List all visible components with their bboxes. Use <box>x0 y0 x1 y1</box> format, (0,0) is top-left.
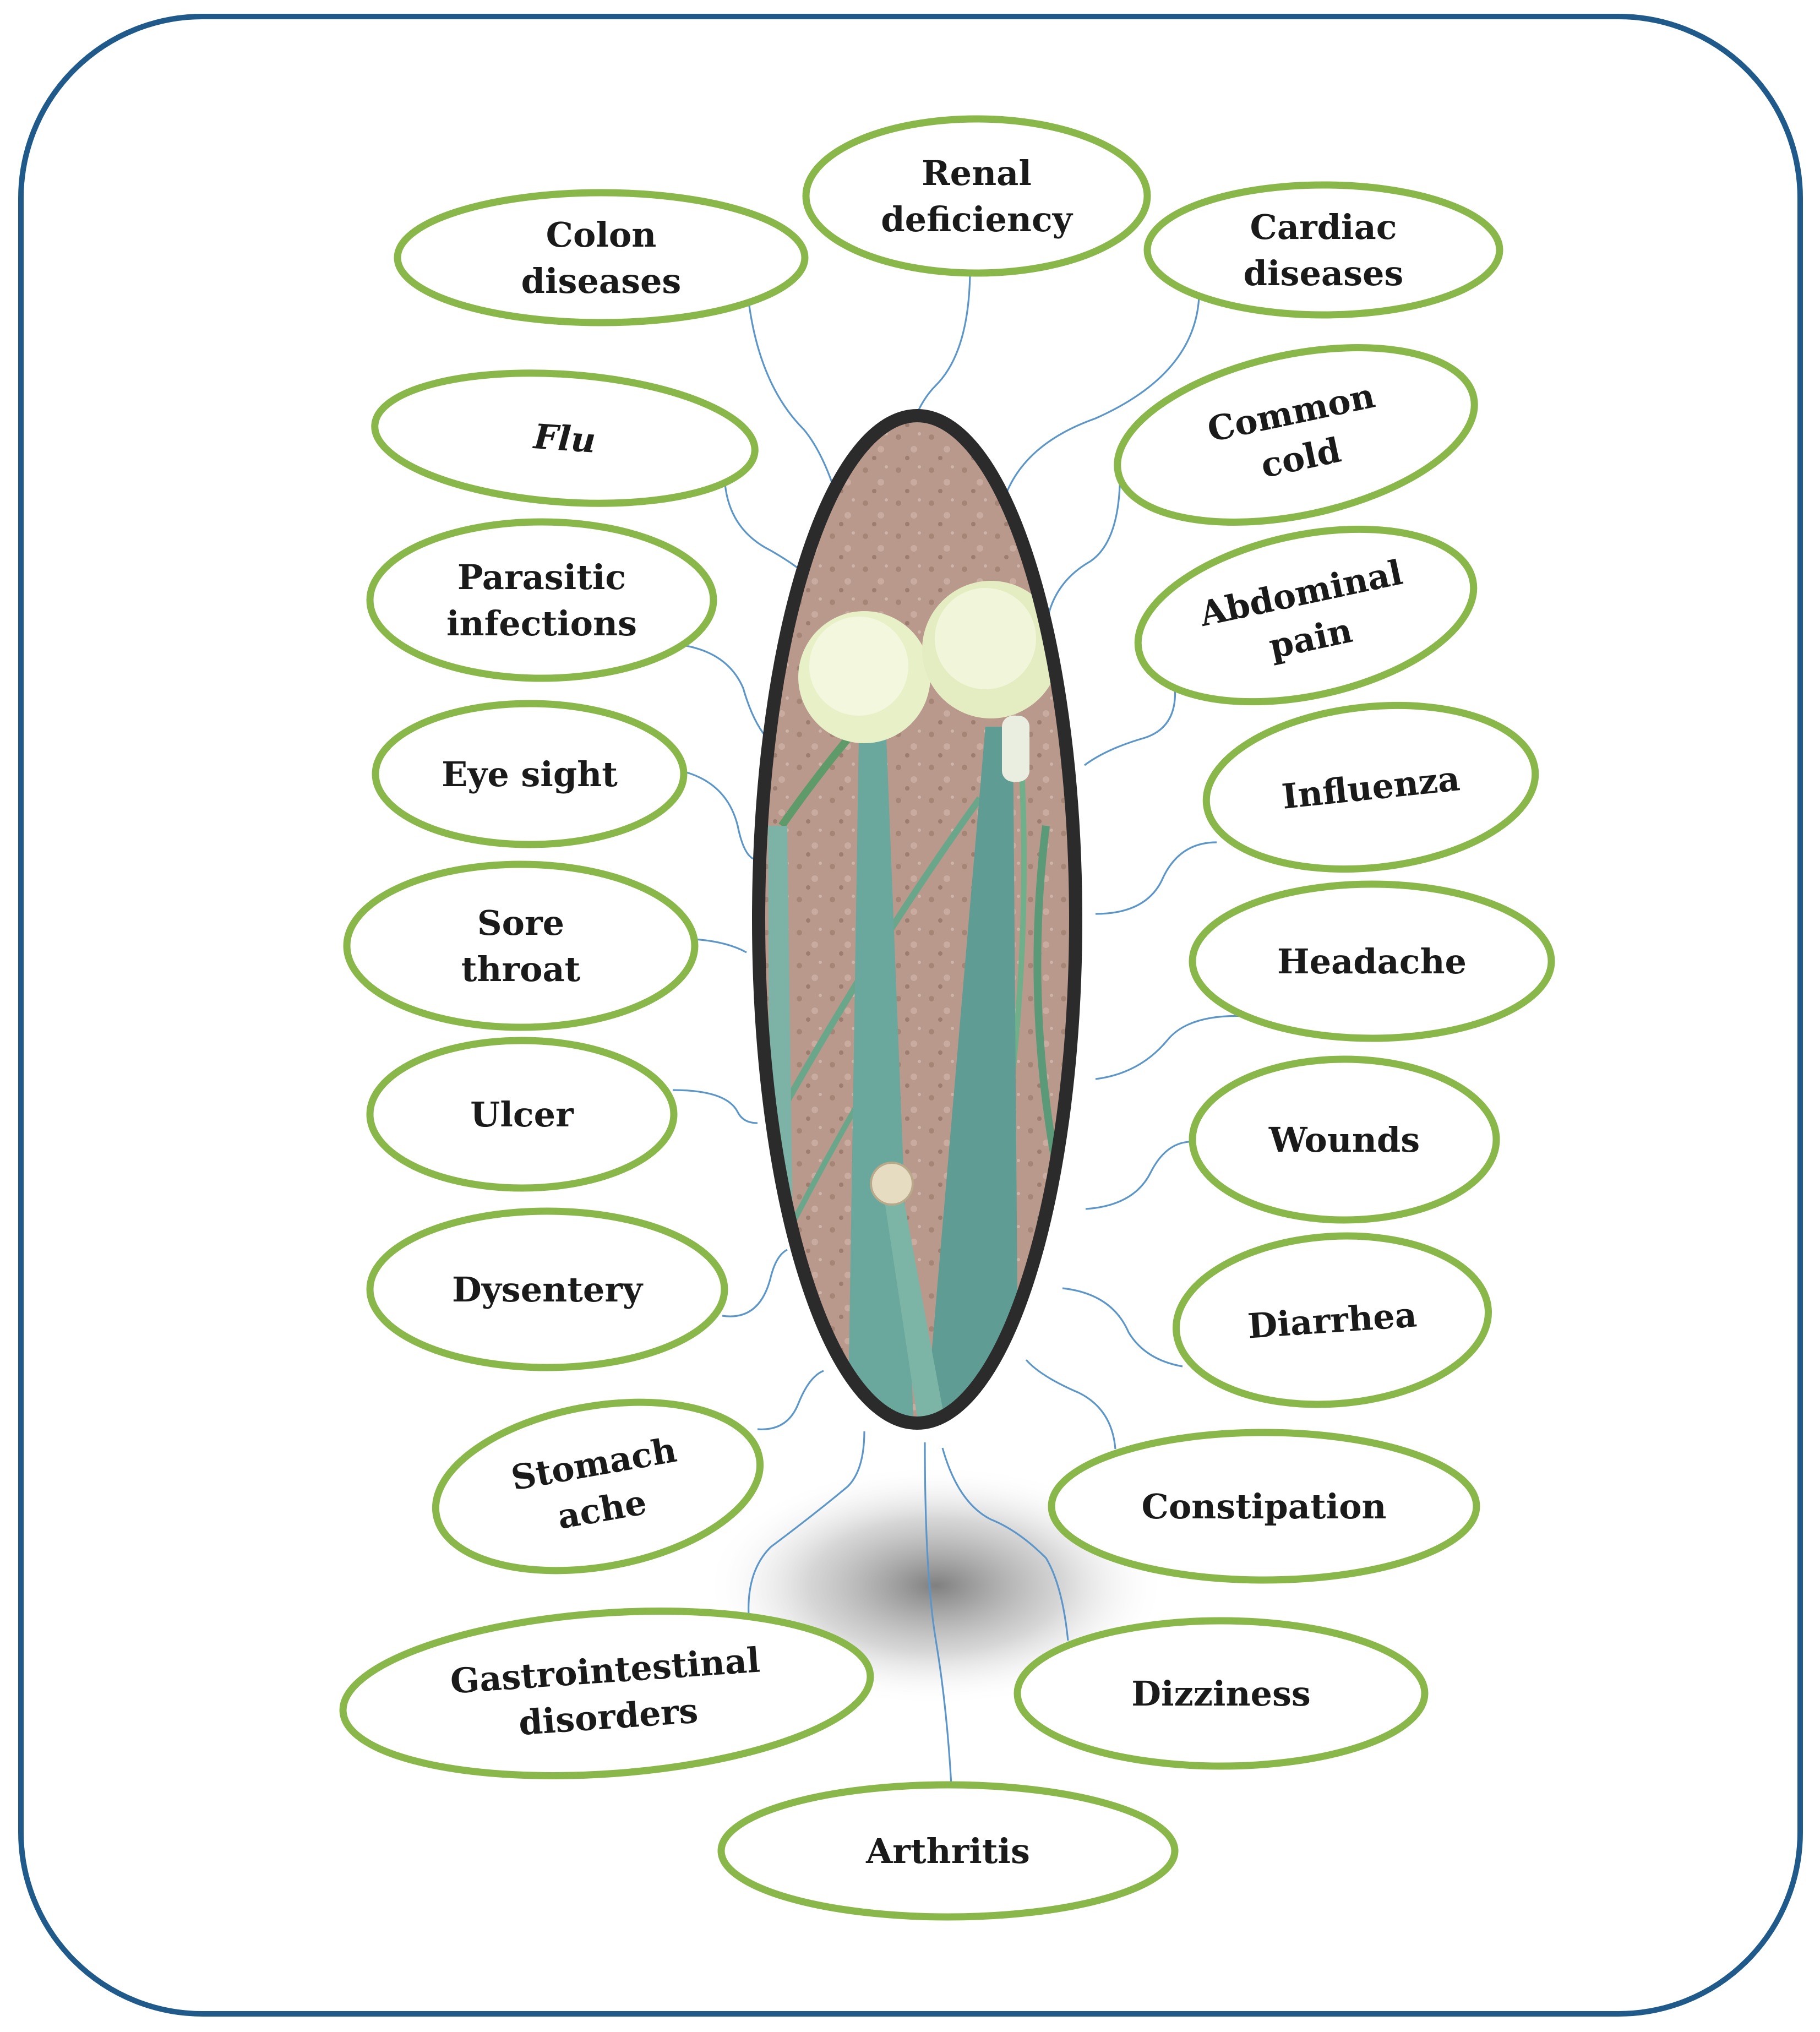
node-constipation: Constipation <box>1048 1429 1480 1584</box>
node-diarrhea: Diarrhea <box>1172 1232 1492 1408</box>
onion-plant-photo <box>752 409 1082 1430</box>
node-ellipse <box>1189 880 1555 1042</box>
node-wounds: Wounds <box>1189 1055 1500 1224</box>
connector-line <box>1062 1287 1183 1368</box>
node-label: Constipation <box>1141 1486 1386 1527</box>
node-label: deficiency <box>881 199 1073 239</box>
connector-line <box>996 297 1200 535</box>
node-label: throat <box>461 949 581 989</box>
node-ellipse <box>366 1037 678 1192</box>
node-label: Headache <box>1277 941 1467 982</box>
connector-line <box>1095 1015 1250 1080</box>
node-label: Dysentery <box>452 1270 644 1310</box>
node-ellipse <box>717 1781 1179 1921</box>
node-label: Cardiac <box>1250 207 1397 247</box>
node-arthritis: Arthritis <box>717 1781 1179 1921</box>
node-ellipse <box>366 1207 728 1371</box>
node-colon: Colon diseases <box>394 189 809 326</box>
node-ellipse <box>1143 181 1503 319</box>
connector-line <box>680 770 754 860</box>
node-label: Eye sight <box>442 754 618 794</box>
node-label: Dizziness <box>1131 1674 1311 1714</box>
node-ellipse <box>339 1608 874 1779</box>
node-ellipse <box>1013 1617 1429 1770</box>
connector-line <box>1095 841 1217 915</box>
node-ellipse <box>432 1398 764 1575</box>
connector-line <box>757 1370 824 1430</box>
node-sore-throat: Sore throat <box>343 860 699 1031</box>
node-ellipse <box>371 369 759 507</box>
node-ellipse <box>1048 1429 1480 1584</box>
connector-line <box>1025 1359 1116 1450</box>
node-ellipse <box>1202 701 1539 873</box>
connector-line <box>1045 459 1121 628</box>
node-renal: Renal deficiency <box>802 115 1151 277</box>
connector-line <box>674 643 773 744</box>
node-label: Renal <box>922 153 1032 193</box>
node-label: infections <box>446 603 637 644</box>
node-label: Colon <box>546 215 657 255</box>
node-ellipse <box>372 700 688 848</box>
connector-line <box>1084 685 1176 766</box>
node-ellipse <box>802 115 1151 277</box>
node-ellipse <box>394 189 809 326</box>
node-flu: Flu <box>371 369 759 507</box>
node-ellipse <box>1134 525 1478 706</box>
node-label: diseases <box>521 261 682 301</box>
node-ulcer: Ulcer <box>366 1037 678 1192</box>
disease-nodes: Colon diseases Renal deficiency Cardiac disea… <box>339 115 1555 1921</box>
connector-line <box>672 1089 758 1124</box>
connector-lines <box>672 273 1250 1785</box>
node-label: Ulcer <box>470 1094 574 1135</box>
node-label: Flu <box>531 416 597 461</box>
node-ellipse <box>343 860 699 1031</box>
node-ellipse <box>366 518 717 682</box>
node-label: Arthritis <box>865 1831 1030 1871</box>
node-influenza: Influenza <box>1202 701 1539 873</box>
onion-frame-ellipse <box>752 409 1082 1430</box>
node-ellipse <box>1172 1232 1492 1408</box>
connector-line <box>1085 1141 1196 1210</box>
connector-line <box>693 938 747 954</box>
node-ellipse <box>1114 344 1478 526</box>
node-parasitic: Parasitic infections <box>366 518 717 682</box>
node-label: Parasitic <box>457 557 626 597</box>
node-label: Sore <box>477 903 564 943</box>
node-cardiac: Cardiac diseases <box>1143 181 1503 319</box>
connector-line <box>748 1431 865 1629</box>
node-dizziness: Dizziness <box>1013 1617 1429 1770</box>
node-dysentery: Dysentery <box>366 1207 728 1371</box>
node-eye-sight: Eye sight <box>372 700 688 848</box>
node-headache: Headache <box>1189 880 1555 1042</box>
connector-line <box>722 1249 788 1317</box>
connector-line <box>924 1442 952 1785</box>
node-ellipse <box>1189 1055 1500 1224</box>
node-label: diseases <box>1244 253 1404 293</box>
connector-line <box>941 1447 1069 1641</box>
node-label: Wounds <box>1268 1120 1420 1160</box>
